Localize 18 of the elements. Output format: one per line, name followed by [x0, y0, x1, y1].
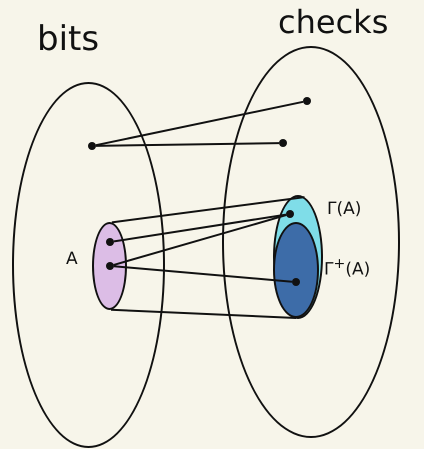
set-label: Γ(A) — [327, 201, 362, 218]
edge-line — [112, 196, 305, 224]
edge-line — [96, 142, 280, 147]
point-dot — [292, 278, 300, 286]
set-label: bits — [37, 22, 100, 56]
point-dot — [303, 97, 311, 105]
point-dot — [106, 238, 114, 246]
point-dot — [88, 142, 96, 150]
point-dot — [286, 210, 294, 218]
edge-line — [96, 100, 304, 146]
edge-line — [114, 214, 286, 266]
edge-line — [110, 308, 296, 319]
set-label: A — [66, 251, 78, 268]
point-dot — [279, 139, 287, 147]
set-label: checks — [278, 6, 388, 38]
edge-line — [114, 214, 286, 242]
set-label: Γ$^{+}$(A) — [324, 257, 370, 279]
point-dot — [106, 262, 114, 270]
